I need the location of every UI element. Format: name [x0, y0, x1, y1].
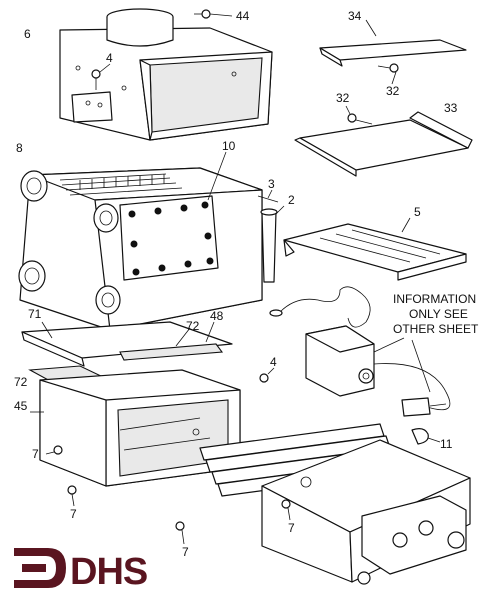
label-72-upper: 72 — [186, 319, 200, 333]
screw-part-7-a — [45, 445, 63, 455]
sensor-pocket-part-2 — [260, 205, 285, 283]
label-4-top: 4 — [106, 51, 113, 65]
label-2: 2 — [288, 193, 295, 207]
label-6: 6 — [24, 27, 31, 41]
baffle-plate-part-33 — [294, 111, 473, 177]
plug-connector — [401, 397, 447, 417]
label-32-upper: 32 — [386, 84, 400, 98]
cover-plate-part-34 — [319, 19, 467, 67]
info-leaders — [373, 337, 431, 393]
label-44: 44 — [236, 9, 250, 23]
label-48: 48 — [210, 309, 224, 323]
label-33: 33 — [444, 101, 458, 115]
screw-part-44 — [194, 9, 233, 19]
screw-part-7-b — [67, 485, 77, 507]
thermocouple-lead — [269, 286, 371, 328]
support-plate-part-5 — [283, 217, 467, 281]
label-34: 34 — [348, 9, 362, 23]
info-note: INFORMATION ONLY SEE OTHER SHEET — [393, 292, 479, 336]
screw-part-7-d — [281, 499, 291, 521]
screw-part-32-upper — [377, 63, 399, 85]
pilot-control-unit — [305, 325, 451, 411]
info-note-line-2: ONLY SEE — [409, 307, 468, 321]
label-7-a: 7 — [32, 447, 39, 461]
seal-strip-part-72-upper — [119, 327, 224, 361]
screw-part-32-lower — [345, 105, 373, 125]
label-7-c: 7 — [182, 545, 189, 559]
dhs-logo: DHS — [14, 548, 148, 593]
screw-part-4-mid — [259, 367, 275, 383]
dhs-logo-text: DHS — [70, 551, 147, 593]
label-5: 5 — [414, 205, 421, 219]
screw-part-7-c — [175, 521, 185, 545]
gas-valve — [357, 495, 467, 585]
label-32-lower: 32 — [336, 91, 350, 105]
dhs-logo-mark — [14, 548, 66, 588]
part-number-labels: 44 6 4 34 32 32 33 8 10 3 2 5 71 72 48 7… — [14, 9, 458, 559]
clip-part-11 — [411, 428, 441, 445]
label-11: 11 — [440, 437, 453, 451]
screw-part-4-top — [91, 63, 111, 90]
label-45: 45 — [14, 399, 28, 413]
label-4-mid: 4 — [270, 355, 277, 369]
label-8: 8 — [16, 141, 23, 155]
info-note-line-1: INFORMATION — [393, 292, 476, 306]
label-3: 3 — [268, 177, 275, 191]
label-10: 10 — [222, 139, 236, 153]
label-7-d: 7 — [288, 521, 295, 535]
seal-strip-part-48 — [205, 321, 215, 343]
label-7-b: 7 — [70, 507, 77, 521]
insulation-part-71 — [21, 321, 233, 367]
info-note-line-3: OTHER SHEET — [393, 322, 479, 336]
fin-slots — [59, 173, 183, 196]
label-71: 71 — [28, 307, 42, 321]
label-72-lower: 72 — [14, 375, 28, 389]
pin-part-3 — [257, 189, 279, 203]
cleanout-cover-part-10 — [119, 151, 227, 281]
flue-hood-part-6 — [59, 8, 273, 141]
